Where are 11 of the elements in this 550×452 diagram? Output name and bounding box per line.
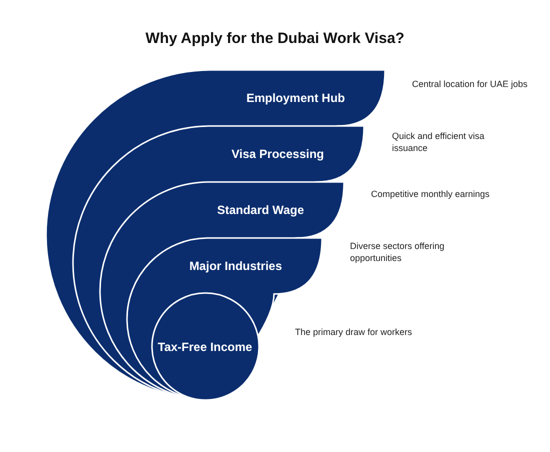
band-label: Standard Wage [217,203,304,217]
band-label: Tax-Free Income [156,340,254,354]
diagram-title: Why Apply for the Dubai Work Visa? [144,30,406,47]
band-label: Employment Hub [246,91,345,105]
description-text: The primary draw for workers [295,326,414,338]
description-text: Competitive monthly earnings [371,188,491,200]
band-label: Visa Processing [232,147,324,161]
description-text: Diverse sectors offering opportunities [350,240,445,264]
band-label: Major Industries [189,259,282,273]
description-text: Central location for UAE jobs [412,78,529,90]
description-text: Quick and efficient visa issuance [392,130,486,154]
